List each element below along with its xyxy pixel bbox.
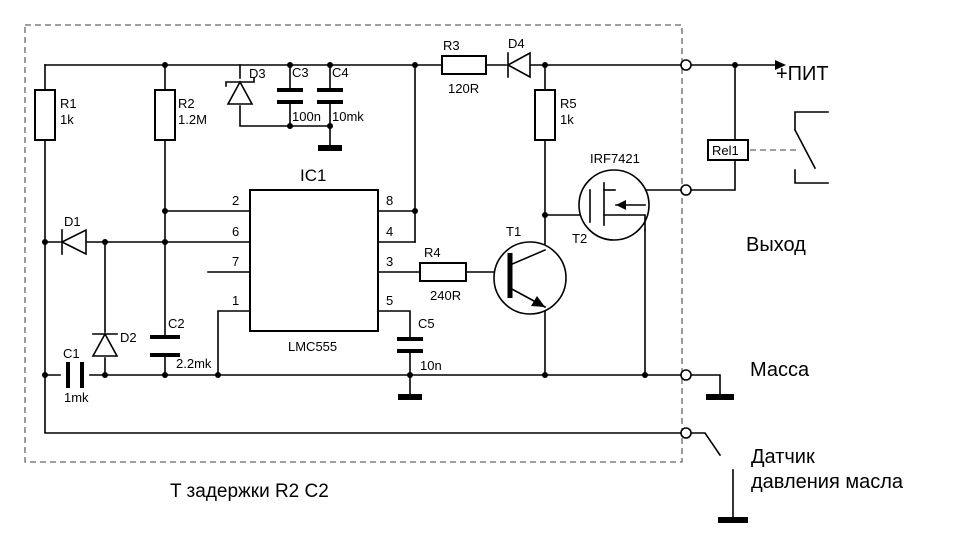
c4-value: 10mk [332,109,364,124]
capacitor-c5: C5 10n [397,316,442,373]
r3-ref: R3 [443,38,460,53]
transistor-t2: IRF7421 T2 [572,151,650,246]
d4-ref: D4 [508,36,525,51]
capacitor-c3: C3 100n [277,65,321,124]
c3-ref: C3 [292,65,309,80]
c5-ref: C5 [418,316,435,331]
r2-value: 1.2M [178,112,207,127]
terminal-ground [680,369,692,381]
t2-ref: T2 [572,231,587,246]
terminal-power [680,59,692,71]
resistor-r1: R1 1k [34,89,77,141]
resistor-r5: R5 1k [534,89,577,141]
transistor-t1: T1 [493,224,567,315]
ic1-pin-4: 4 [386,224,393,239]
terminal-sensor [680,427,692,439]
r3-value: 120R [448,81,479,96]
d3-ref: D3 [249,66,266,81]
r4-value: 240R [430,288,461,303]
relay-rel1: Rel1 [707,111,829,184]
r1-ref: R1 [60,96,77,111]
ic1-pin-1: 1 [232,293,239,308]
terminal-output [680,184,692,196]
ic1-pin-6: 6 [232,224,239,239]
diode-d2: D2 [91,330,137,357]
sensor-label-line1: Датчик [751,446,815,468]
delay-note: T задержки R2 C2 [170,481,329,502]
c1-value: 1mk [64,390,89,405]
output-label: Выход [746,234,806,256]
t1-ref: T1 [506,224,521,239]
c2-value: 2.2mk [176,356,212,371]
diode-d3: D3 [225,66,266,105]
resistor-r2: R2 1.2M [154,89,207,141]
c3-value: 100n [292,109,321,124]
r4-ref: R4 [424,245,441,260]
power-label: +ПИТ [776,63,829,85]
d1-ref: D1 [64,214,81,229]
capacitor-c2: C2 2.2mk [150,316,212,371]
r2-ref: R2 [178,96,195,111]
c4-ref: C4 [332,65,349,80]
power-arrow-icon [775,60,786,70]
d2-ref: D2 [120,330,137,345]
ground-label: Масса [750,359,810,381]
c5-value: 10n [420,358,442,373]
resistor-r4: R4 240R [419,245,467,303]
junction-dots [42,62,738,378]
capacitor-c1: C1 1mk [63,346,89,405]
diode-d1: D1 [60,214,87,256]
ic1-pin-2: 2 [232,193,239,208]
sensor-label-line2: давления масла [751,471,904,493]
diode-d4: D4 [506,36,531,79]
resistor-r3: R3 120R [441,38,487,96]
r5-value: 1k [560,112,574,127]
ic1-pin-8: 8 [386,193,393,208]
ic1-ref: IC1 [300,166,326,185]
capacitor-c4: C4 10mk [317,65,364,124]
ic1-pin-5: 5 [386,293,393,308]
ic1-lmc555: IC1 LMC555 2 6 7 1 8 4 3 5 [232,166,393,354]
r1-value: 1k [60,112,74,127]
t2-part: IRF7421 [590,151,640,166]
board-outline [24,24,683,463]
r5-ref: R5 [560,96,577,111]
ic1-pin-3: 3 [386,254,393,269]
c1-ref: C1 [63,346,80,361]
ic1-part: LMC555 [288,339,337,354]
c2-ref: C2 [168,316,185,331]
relay-label: Rel1 [712,143,739,158]
ic1-pin-7: 7 [232,254,239,269]
